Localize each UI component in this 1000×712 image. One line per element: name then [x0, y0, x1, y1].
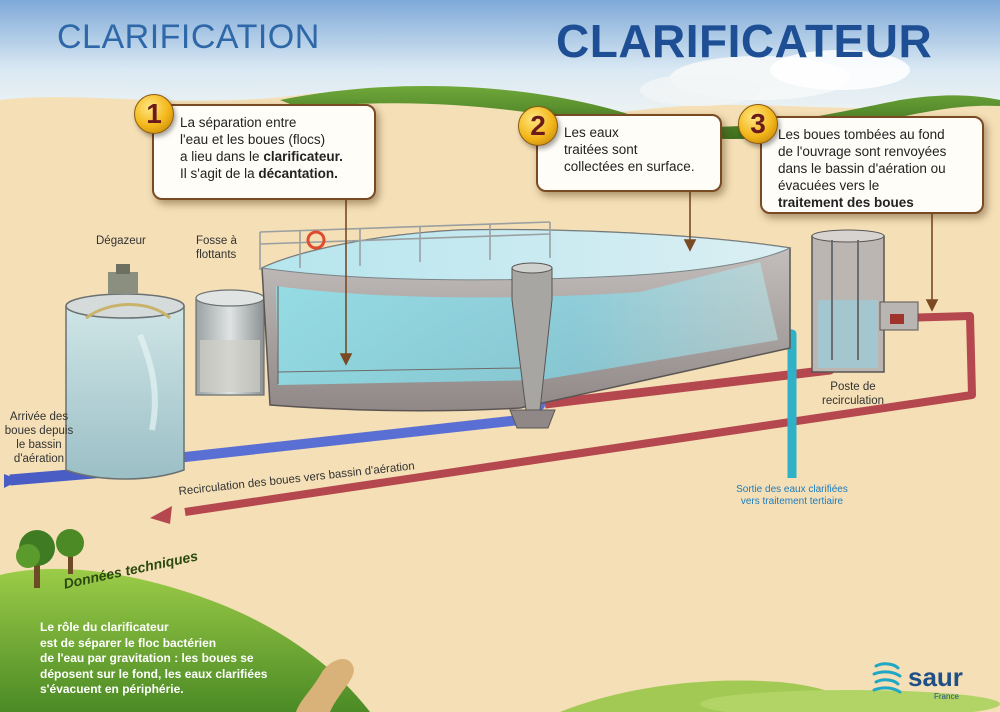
page-title: CLARIFICATEUR — [556, 15, 933, 67]
saur-logo: saur France — [870, 658, 980, 706]
keyword-traitement-des-boues: traitement des boues — [778, 195, 914, 210]
step-2-callout: Les eaux traitées sont collectées en sur… — [536, 114, 722, 192]
step-2-badge: 2 — [518, 106, 558, 146]
step-3-line: de l'ouvrage sont renvoyées — [778, 144, 947, 159]
tech-body: Le rôle du clarificateur est de séparer … — [40, 620, 268, 696]
step-2-line: collectées en surface. — [564, 159, 695, 174]
label-arrivee: Arrivée des boues depuis le bassin d'aér… — [4, 411, 74, 465]
section-title: CLARIFICATION — [57, 18, 320, 56]
step-1-line: Il s'agit de la décantation. — [180, 166, 338, 181]
keyword-decantation: décantation. — [258, 166, 338, 181]
saur-logo-icon — [872, 662, 902, 694]
step-1-badge: 1 — [134, 94, 174, 134]
recirculation-station — [811, 229, 919, 373]
label-degazeur: Dégazeur — [96, 235, 146, 247]
step-2-line: traitées sont — [564, 142, 638, 157]
background-sky — [0, 0, 1000, 115]
label-sortie-eaux: Sortie des eaux clarifiées vers traiteme… — [736, 484, 848, 507]
clarifier-tank — [259, 221, 792, 429]
label-poste-recirculation: Poste de recirculation — [822, 381, 884, 407]
foreground-hill — [0, 568, 1000, 712]
trees — [16, 529, 84, 588]
step-3-callout: Les boues tombées au fond de l'ouvrage s… — [760, 116, 984, 214]
label-fosse: Fosse à flottants — [196, 235, 237, 261]
step-2-line: Les eaux — [564, 125, 619, 140]
step-3-line: évacuées vers le — [778, 178, 880, 193]
step-3-line: dans le bassin d'aération ou — [778, 161, 946, 176]
degazeur-tank — [65, 264, 185, 480]
step-1-callout: La séparation entre l'eau et les boues (… — [152, 104, 376, 200]
callout-pointers — [339, 192, 939, 366]
step-1-line: l'eau et les boues (flocs) — [180, 132, 326, 147]
step-3-line: Les boues tombées au fond — [778, 127, 945, 142]
keyword-clarificateur: clarificateur. — [263, 149, 343, 164]
step-1-line: a lieu dans le clarificateur. — [180, 149, 343, 164]
fosse-tank — [195, 289, 265, 396]
brand-country: France — [934, 692, 959, 701]
step-3-badge: 3 — [738, 104, 778, 144]
brand-name: saur — [908, 662, 963, 692]
step-1-line: La séparation entre — [180, 115, 297, 130]
